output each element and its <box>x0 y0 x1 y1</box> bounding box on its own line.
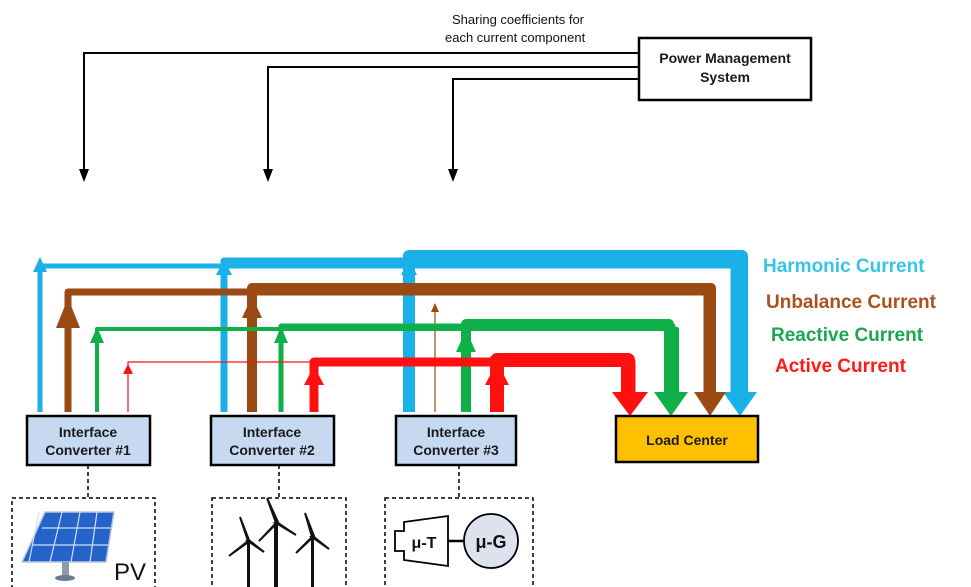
converter-1-label-line-2: Converter #1 <box>45 442 131 458</box>
reactive-arrowheads <box>90 327 688 416</box>
unbalance-arrow-load <box>694 392 726 416</box>
active-path-converter-1 <box>127 361 635 412</box>
reactive-arrow-up-2 <box>274 327 288 343</box>
unbalance-arrow-up-3 <box>431 303 439 312</box>
converter-3-label-line-1: Interface <box>427 424 486 440</box>
turbine-right <box>295 512 330 587</box>
control-arrow-2 <box>263 169 273 182</box>
harmonic-arrow-load <box>723 392 757 416</box>
control-arrowheads <box>79 169 458 182</box>
control-line-converter-3 <box>452 78 639 172</box>
harmonic-current-paths <box>37 250 748 412</box>
microturbine-icon <box>394 514 465 568</box>
load-center-box[interactable] <box>614 414 760 464</box>
source-connectors <box>11 465 534 587</box>
harmonic-arrow-up-3 <box>401 259 417 275</box>
legend: Harmonic Current Unbalance Current React… <box>763 256 937 377</box>
unbalance-path-converter-2 <box>247 283 716 412</box>
interface-converter-3[interactable]: Interface Converter #3 <box>394 414 518 467</box>
unbalance-arrowheads <box>56 296 726 416</box>
reactive-path-converter-1 <box>95 327 679 412</box>
reactive-path-converter-3 <box>461 319 674 412</box>
reactive-arrow-up-3 <box>456 330 476 352</box>
legend-unbalance-current: Unbalance Current <box>766 292 937 313</box>
reactive-path-converter-2 <box>278 323 676 412</box>
load-center[interactable]: Load Center <box>614 414 760 464</box>
control-signal-lines <box>83 52 639 172</box>
sharing-note-line-1: Sharing coefficients for <box>452 12 585 27</box>
reactive-arrow-load <box>654 392 688 416</box>
pv-source-box <box>11 497 156 587</box>
reactive-current-paths <box>95 319 679 412</box>
harmonic-path-converter-1 <box>37 263 736 412</box>
active-path-converter-3 <box>490 353 635 412</box>
microturbine-label: μ-T <box>412 535 437 552</box>
active-arrow-up-1 <box>123 364 133 374</box>
pms-label-line-2: System <box>700 69 750 85</box>
control-line-converter-1 <box>83 52 639 172</box>
control-arrow-1 <box>79 169 89 182</box>
interface-converter-1[interactable]: Interface Converter #1 <box>25 414 152 467</box>
active-arrow-up-2 <box>304 366 324 385</box>
interface-converter-2[interactable]: Interface Converter #2 <box>209 414 336 467</box>
turbine-center <box>258 497 297 587</box>
microgenerator-label: μ-G <box>475 532 506 552</box>
active-arrow-load <box>612 392 648 416</box>
active-current-paths <box>127 353 636 412</box>
harmonic-arrow-up-2 <box>216 259 232 275</box>
unbalance-arrow-up-1 <box>56 298 80 328</box>
microturbine-source-box <box>384 497 534 587</box>
converter-2-label-line-2: Converter #2 <box>229 442 315 458</box>
converter-3-label-line-2: Converter #3 <box>413 442 499 458</box>
converter-1-box[interactable] <box>25 414 152 467</box>
converter-2-label-line-1: Interface <box>243 424 302 440</box>
unbalance-path-converter-1 <box>64 288 711 412</box>
control-line-converter-2 <box>267 66 639 172</box>
harmonic-path-converter-3 <box>403 250 748 412</box>
active-path-converter-2 <box>309 357 636 412</box>
control-arrow-3 <box>448 169 458 182</box>
wind-source-box <box>211 497 347 587</box>
pms-box[interactable] <box>637 36 813 102</box>
reactive-arrow-up-1 <box>90 327 104 343</box>
active-arrow-up-3 <box>485 362 509 385</box>
harmonic-arrow-up-1 <box>33 257 47 272</box>
legend-active-current: Active Current <box>775 356 907 377</box>
pv-label: PV <box>114 559 146 586</box>
pv-panel-icon <box>20 511 115 581</box>
converter-2-box[interactable] <box>209 414 336 467</box>
power-management-system[interactable]: Power Management System <box>637 36 813 102</box>
unbalance-arrow-up-2 <box>242 296 262 318</box>
legend-reactive-current: Reactive Current <box>771 325 924 346</box>
load-center-label: Load Center <box>646 432 728 448</box>
harmonic-arrowheads <box>33 257 757 416</box>
legend-harmonic-current: Harmonic Current <box>763 256 925 277</box>
microgenerator-icon <box>463 513 519 569</box>
turbine-left <box>228 516 265 587</box>
converter-1-label-line-1: Interface <box>59 424 118 440</box>
pms-label-line-1: Power Management <box>659 50 791 66</box>
converter-3-box[interactable] <box>394 414 518 467</box>
active-arrowheads <box>123 362 648 416</box>
sharing-note-line-2: each current component <box>445 30 586 45</box>
wind-turbines-icon <box>228 497 330 587</box>
